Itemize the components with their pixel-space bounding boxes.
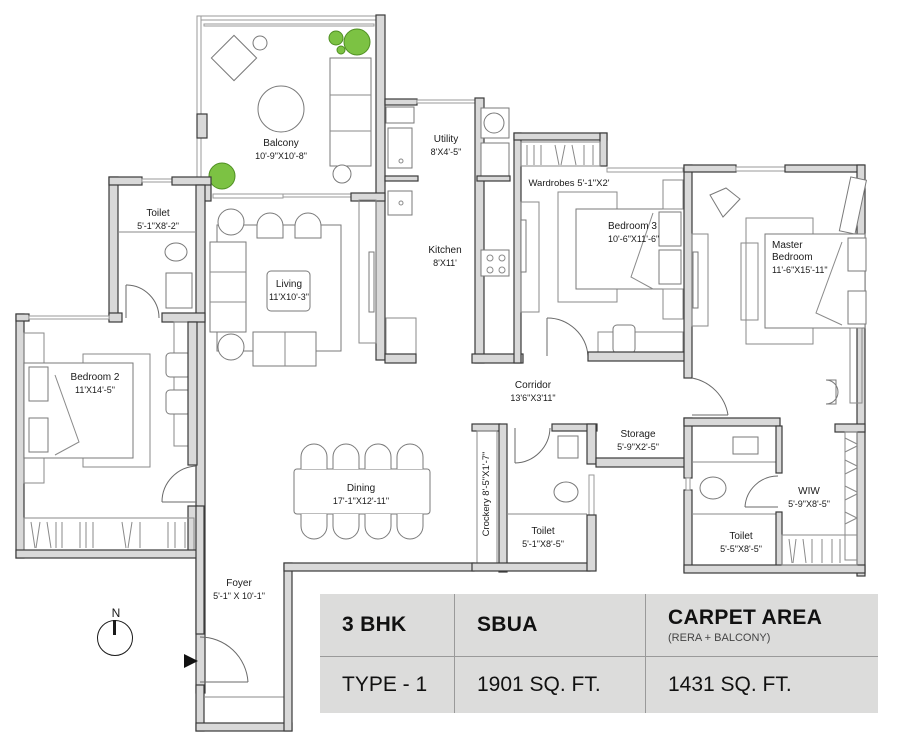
table-header-row: 3 BHK SBUA CARPET AREA (RERA + BALCONY) (320, 594, 878, 657)
room-name: WIW (798, 486, 820, 497)
room-label-toilet-2: Toilet 5'-1"X8'-5" (522, 526, 564, 550)
room-label-dining: Dining 17'-1"X12'-11" (333, 483, 389, 507)
header-unit-type: 3 BHK (320, 594, 455, 657)
room-dimensions: 5'-5"X8'-5" (720, 544, 762, 554)
room-label-crockery: Crockery 8'-5"X1'-7" (481, 452, 493, 537)
room-label-toilet-3: Toilet 5'-5"X8'-5" (720, 531, 762, 555)
room-name: Toilet (146, 208, 170, 219)
room-name: Corridor (514, 380, 552, 391)
room-name-line-1: Master (772, 240, 803, 251)
room-label-living: Living 11'X10'-3" (269, 279, 309, 303)
bedroom-3-area (513, 132, 689, 364)
balcony-area (196, 14, 386, 361)
room-dimensions: 11'X10'-3" (269, 292, 309, 302)
plant-icon (208, 28, 371, 190)
compass-needle (113, 620, 116, 635)
room-label-utility: Utility 8'X4'-5" (431, 134, 462, 158)
room-label-corridor: Corridor 13'6"X3'11" (510, 380, 555, 404)
entry-arrow-icon (184, 654, 198, 668)
room-dimensions: 5'-1"X8'-2" (137, 221, 179, 231)
room-name: Balcony (263, 138, 299, 149)
room-dimensions: 8'X4'-5" (430, 147, 462, 157)
cell-sbua-value: 1901 SQ. FT. (454, 656, 646, 713)
room-name: Toilet (729, 531, 753, 542)
cell-type: TYPE - 1 (320, 656, 455, 713)
header-carpet-area: CARPET AREA (RERA + BALCONY) (645, 594, 878, 657)
room-dimensions: 10'-6"X11'-6" (608, 234, 660, 244)
room-dimensions: 8'X11' (433, 258, 457, 268)
room-label-master-bedroom: Master Bedroom 11'-6"X15'-11" (772, 240, 828, 276)
room-name: Kitchen (428, 245, 462, 256)
table-row: TYPE - 1 1901 SQ. FT. 1431 SQ. FT. (320, 656, 878, 713)
room-name: Crockery (481, 498, 492, 537)
room-name: Bedroom 3 (608, 221, 657, 232)
toilet-3-area (683, 417, 866, 574)
room-dimensions: 11'-6"X15'-11" (772, 265, 828, 275)
room-name: Utility (433, 134, 459, 145)
room-name: Toilet (531, 526, 555, 537)
room-dimensions: 17'-1"X12'-11" (332, 496, 390, 506)
room-label-bedroom-2: Bedroom 2 11'X14'-5" (71, 372, 120, 396)
header-sbua: SBUA (454, 594, 646, 657)
room-label-balcony: Balcony 10'-9"X10'-8" (255, 138, 307, 162)
room-label-bedroom-3: Bedroom 3 10'-6"X11'-6" (608, 221, 659, 245)
north-arrow-icon: N (96, 606, 136, 656)
carpet-area-note: (RERA + BALCONY) (668, 632, 771, 644)
north-label: N (111, 606, 121, 620)
room-name: Living (275, 279, 303, 290)
toilet-2-area (471, 417, 693, 573)
master-bedroom-area (683, 164, 868, 577)
room-dimensions: 5'-9"X2'-5" (617, 442, 659, 452)
room-label-foyer: Foyer 5'-1" X 10'-1" (213, 578, 265, 602)
room-dimensions: 10'-9"X10'-8" (255, 151, 307, 161)
room-name: Wardrobes (528, 178, 575, 189)
room-label-storage: Storage 5'-9"X2'-5" (617, 429, 659, 453)
room-dimensions: 5'-1" X 10'-1" (213, 591, 265, 601)
room-name: Bedroom 2 (70, 372, 120, 383)
carpet-area-title: CARPET AREA (668, 606, 823, 629)
area-summary-table: 3 BHK SBUA CARPET AREA (RERA + BALCONY) … (320, 594, 878, 713)
room-label-kitchen: Kitchen 8'X11' (428, 245, 461, 269)
living-area (209, 199, 377, 367)
room-label-wiw: WIW 5'-9"X8'-5" (788, 486, 830, 510)
room-dimensions: 5'-9"X8'-5" (788, 499, 830, 509)
dining-area (293, 443, 431, 540)
room-name: Storage (620, 429, 656, 440)
room-name-line-2: Bedroom (772, 252, 813, 263)
toilet-1-area (108, 176, 212, 694)
bedroom-2-area (15, 313, 198, 559)
room-dimensions: 5'-1"X8'-5" (522, 539, 564, 549)
cell-carpet-value: 1431 SQ. FT. (645, 656, 878, 713)
room-name: Dining (346, 483, 376, 494)
room-dimensions: 5'-1"X2' (577, 178, 610, 189)
room-label-toilet-1: Toilet 5'-1"X8'-2" (137, 208, 179, 232)
room-label-wardrobes: Wardrobes 5'-1"X2' (528, 178, 609, 190)
room-name: Foyer (226, 578, 252, 589)
room-dimensions: 11'X14'-5" (74, 385, 115, 395)
kitchen-area (384, 97, 524, 364)
foyer-area (195, 505, 475, 732)
room-dimensions: 13'6"X3'11" (510, 393, 556, 403)
room-dimensions: 8'-5"X1'-7" (481, 451, 492, 496)
